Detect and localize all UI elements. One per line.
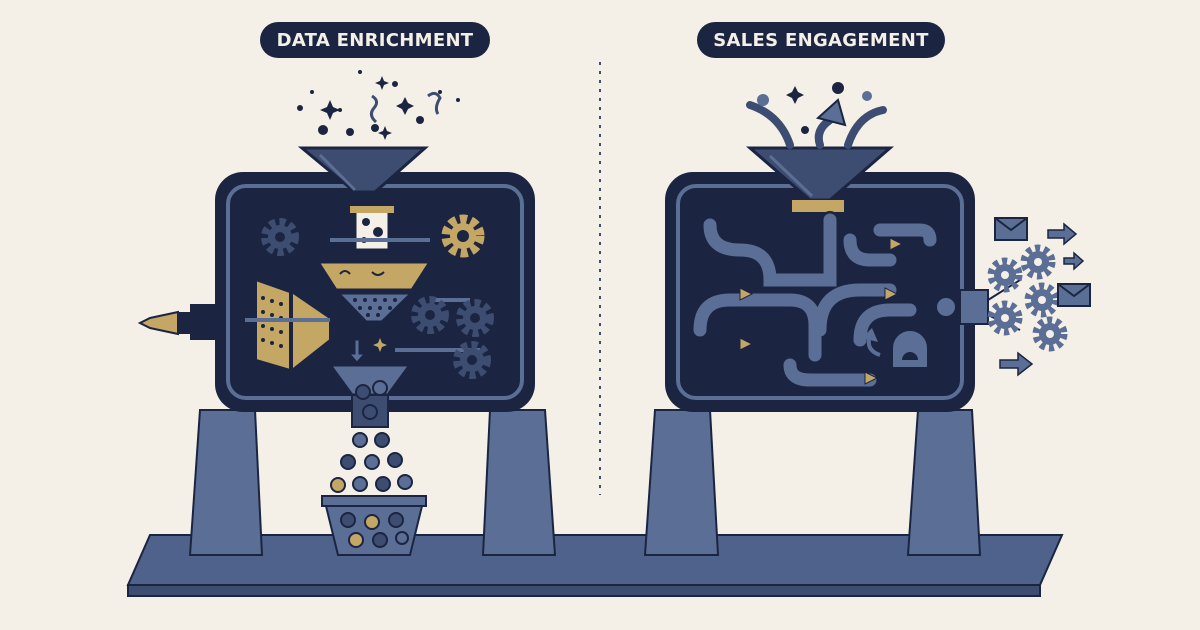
incoming-flow <box>746 101 887 149</box>
arrow-icon <box>999 222 1085 377</box>
gear-icon <box>1024 248 1052 276</box>
valve-markers <box>739 237 904 385</box>
nozzle <box>137 304 220 340</box>
envelope-icon <box>994 217 1028 241</box>
sparkle-icon <box>373 338 387 352</box>
sieve-icon <box>334 291 416 324</box>
right-leg-2 <box>906 409 982 556</box>
arrow-icon <box>815 98 847 127</box>
funnel-icon <box>745 146 895 212</box>
funnel-icon <box>297 146 429 208</box>
gear-icon <box>1028 286 1056 314</box>
envelope-icon <box>1057 283 1091 307</box>
gold-tray <box>315 260 433 292</box>
sparkle-icon <box>786 86 804 104</box>
gear-icon <box>991 261 1019 289</box>
falling-balls <box>330 432 413 493</box>
bucket-icon <box>321 495 427 556</box>
right-leg-1 <box>643 409 720 556</box>
left-machine <box>137 70 557 556</box>
gold-mesh <box>255 278 331 373</box>
dome <box>891 329 929 369</box>
right-machine <box>643 82 1091 556</box>
data-particles <box>297 70 460 140</box>
pipe-icon <box>691 211 939 389</box>
left-leg-2 <box>481 409 557 556</box>
gear-icon <box>1036 320 1064 348</box>
gear-icon <box>991 304 1019 332</box>
left-leg-1 <box>188 409 264 556</box>
gear-icon <box>446 219 480 253</box>
data-enrichment-label: DATA ENRICHMENT <box>260 22 490 58</box>
sales-engagement-label: SALES ENGAGEMENT <box>697 22 945 58</box>
